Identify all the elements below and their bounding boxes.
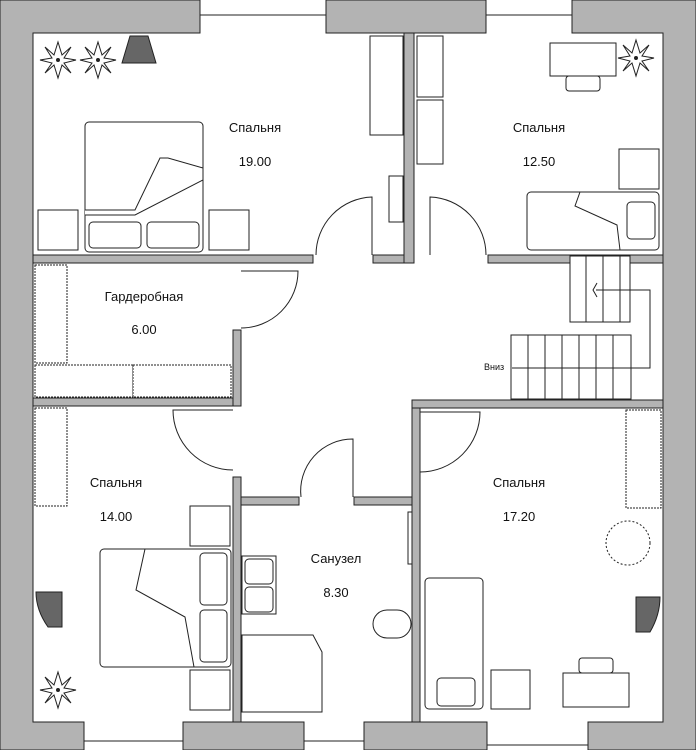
- doors: [172, 196, 487, 498]
- room-name-bedroom-sw: Спальня: [89, 475, 143, 490]
- room-name-bedroom-se: Спальня: [492, 475, 546, 490]
- room-area-wardrobe: 6.00: [131, 322, 157, 337]
- room-name-bathroom: Санузел: [310, 551, 362, 566]
- stairs-direction-label: Вниз: [484, 362, 505, 372]
- windows: [84, 14, 588, 746]
- bedroom-sw-furniture: [34, 407, 232, 711]
- bathroom-fixtures: [241, 511, 413, 713]
- room-area-bedroom-ne: 12.50: [522, 154, 556, 169]
- room-area-bathroom: 8.30: [323, 585, 349, 600]
- bedroom-ne-furniture: [416, 35, 660, 251]
- room-name-bedroom-ne: Спальня: [512, 120, 566, 135]
- room-area-bedroom-se: 17.20: [502, 509, 536, 524]
- room-area-bedroom-sw: 14.00: [99, 509, 133, 524]
- wardrobe-shelves: [34, 264, 232, 398]
- staircase: [510, 255, 651, 400]
- room-area-bedroom-nw: 19.00: [238, 154, 272, 169]
- room-name-wardrobe: Гардеробная: [104, 289, 184, 304]
- room-name-bedroom-nw: Спальня: [228, 120, 282, 135]
- bedroom-se-furniture: [424, 409, 662, 710]
- bedroom-nw-furniture: [37, 35, 404, 253]
